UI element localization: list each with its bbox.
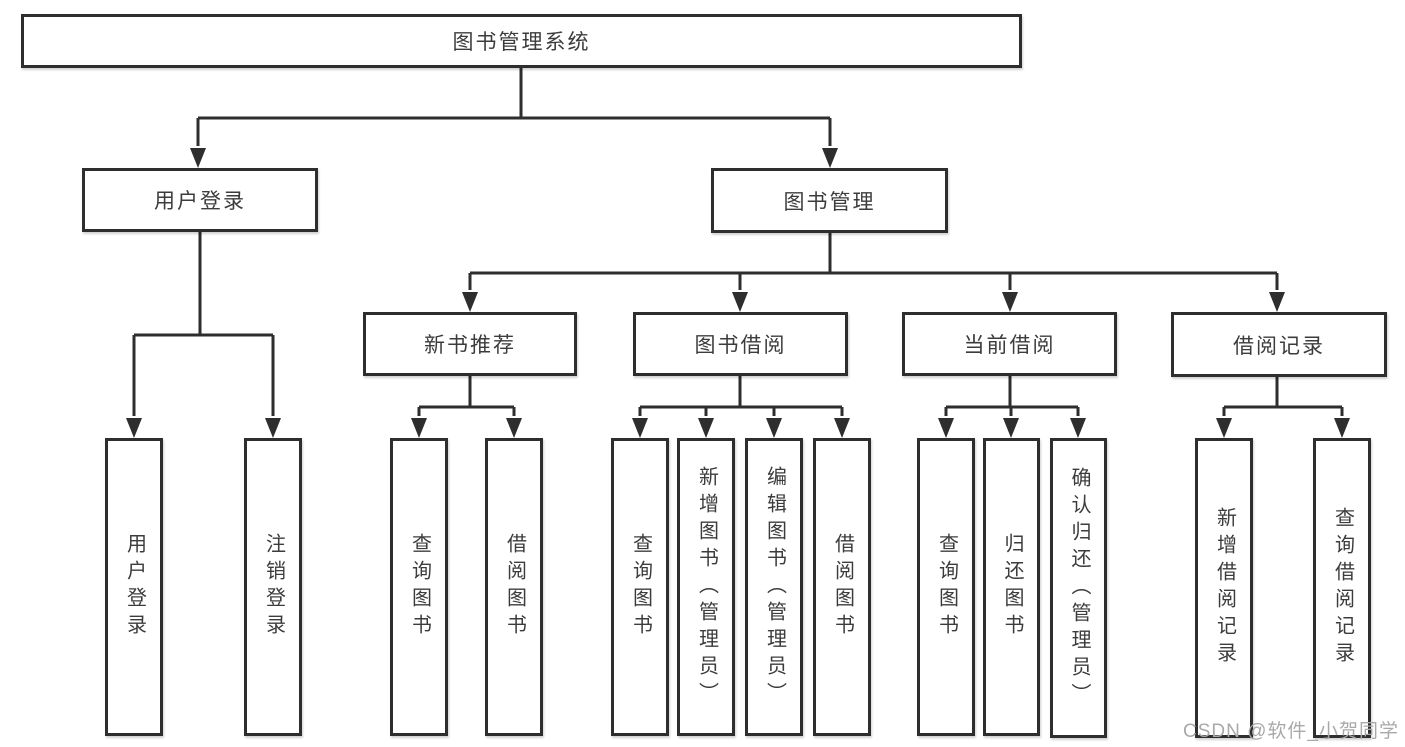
node-label: 图书借阅 [694, 334, 787, 357]
leaf-label: 确认归还（管理员） [1068, 466, 1090, 710]
leaf-label: 查询图书 [629, 533, 652, 641]
leaf-edit-books-admin: 编辑图书（管理员） [745, 438, 803, 736]
leaf-query-books-borrow: 查询图书 [611, 438, 669, 736]
leaf-label: 归还图书 [1001, 533, 1023, 641]
leaf-query-books-recommend: 查询图书 [390, 438, 448, 736]
node-new-book-recommend: 新书推荐 [363, 312, 577, 376]
leaf-query-borrow-record: 查询借阅记录 [1313, 438, 1371, 738]
leaf-confirm-return-admin: 确认归还（管理员） [1050, 438, 1107, 738]
node-book-borrowing: 图书借阅 [633, 312, 848, 376]
leaf-label: 注销登录 [262, 533, 285, 641]
node-book-management: 图书管理 [711, 168, 948, 233]
leaf-user-login: 用户登录 [105, 438, 163, 736]
leaf-label: 新增图书（管理员） [695, 465, 718, 709]
node-label: 借阅记录 [1233, 334, 1325, 358]
leaf-label: 借阅图书 [831, 533, 854, 641]
leaf-query-books-current: 查询图书 [917, 438, 975, 736]
node-label: 当前借阅 [963, 334, 1056, 357]
leaf-logout: 注销登录 [244, 438, 302, 736]
leaf-label: 查询图书 [408, 533, 431, 641]
node-label: 用户登录 [154, 190, 246, 213]
leaf-add-books-admin: 新增图书（管理员） [677, 438, 735, 736]
node-label: 新书推荐 [424, 334, 516, 357]
leaf-return-books: 归还图书 [983, 438, 1040, 736]
leaf-label: 编辑图书（管理员） [763, 465, 786, 709]
leaf-borrow-books: 借阅图书 [813, 438, 871, 736]
leaf-add-borrow-record: 新增借阅记录 [1195, 438, 1253, 738]
node-current-borrowing: 当前借阅 [902, 312, 1117, 376]
leaf-label: 查询图书 [935, 533, 958, 641]
leaf-label: 查询借阅记录 [1331, 507, 1354, 669]
node-label: 图书管理 [783, 190, 876, 214]
leaf-label: 用户登录 [123, 533, 146, 641]
node-library-management-system: 图书管理系统 [21, 14, 1022, 68]
node-user-login: 用户登录 [82, 168, 318, 232]
leaf-label: 借阅图书 [503, 533, 526, 641]
node-borrowing-records: 借阅记录 [1171, 312, 1387, 377]
node-label: 图书管理系统 [452, 31, 591, 54]
leaf-borrow-books-recommend: 借阅图书 [485, 438, 543, 736]
leaf-label: 新增借阅记录 [1213, 507, 1236, 669]
